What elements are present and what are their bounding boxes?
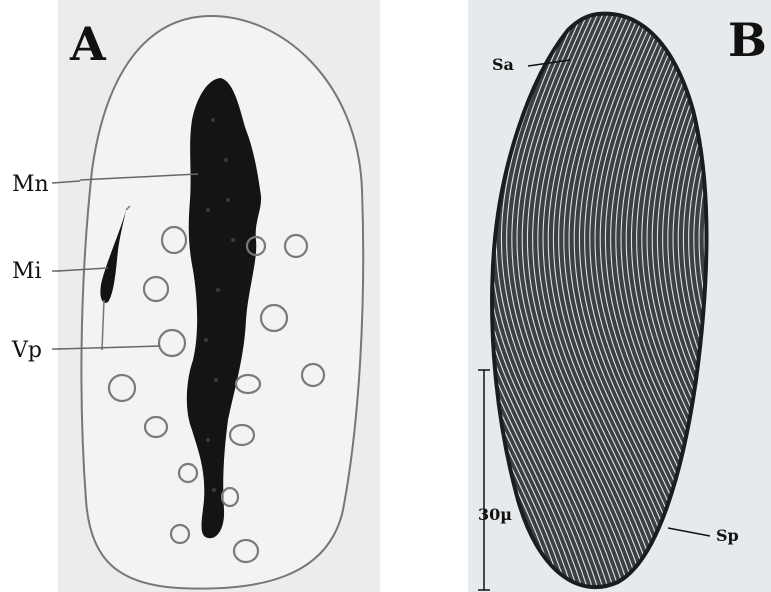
kinety-row [735,0,771,592]
kinety-row [741,0,771,592]
label-sa: Sa [492,55,514,74]
panel-b: 30µ Sa Sp B [468,0,771,592]
sp-leader [668,528,710,536]
label-sp: Sp [716,526,739,545]
label-mi: Mi [12,259,42,284]
kinety-row [725,0,771,592]
label-mn: Mn [12,172,49,197]
kinety-row [699,0,771,592]
kinety-row [730,0,771,592]
scale-bar-label: 30µ [478,505,512,524]
panel-a-drawing: A [58,0,380,592]
kinety-row [715,0,771,592]
kinety-row [709,0,771,592]
panel-a: A [58,0,380,592]
scale-bar [478,370,490,590]
kinety-row [720,0,771,592]
label-vp: Vp [11,338,42,363]
panel-letter-a: A [69,17,107,71]
kinety-row [746,0,771,592]
kinety-row [704,0,771,592]
panel-letter-b: B [728,13,767,67]
kinety-row [751,0,771,592]
panel-b-photo: 30µ Sa Sp B [468,0,771,592]
